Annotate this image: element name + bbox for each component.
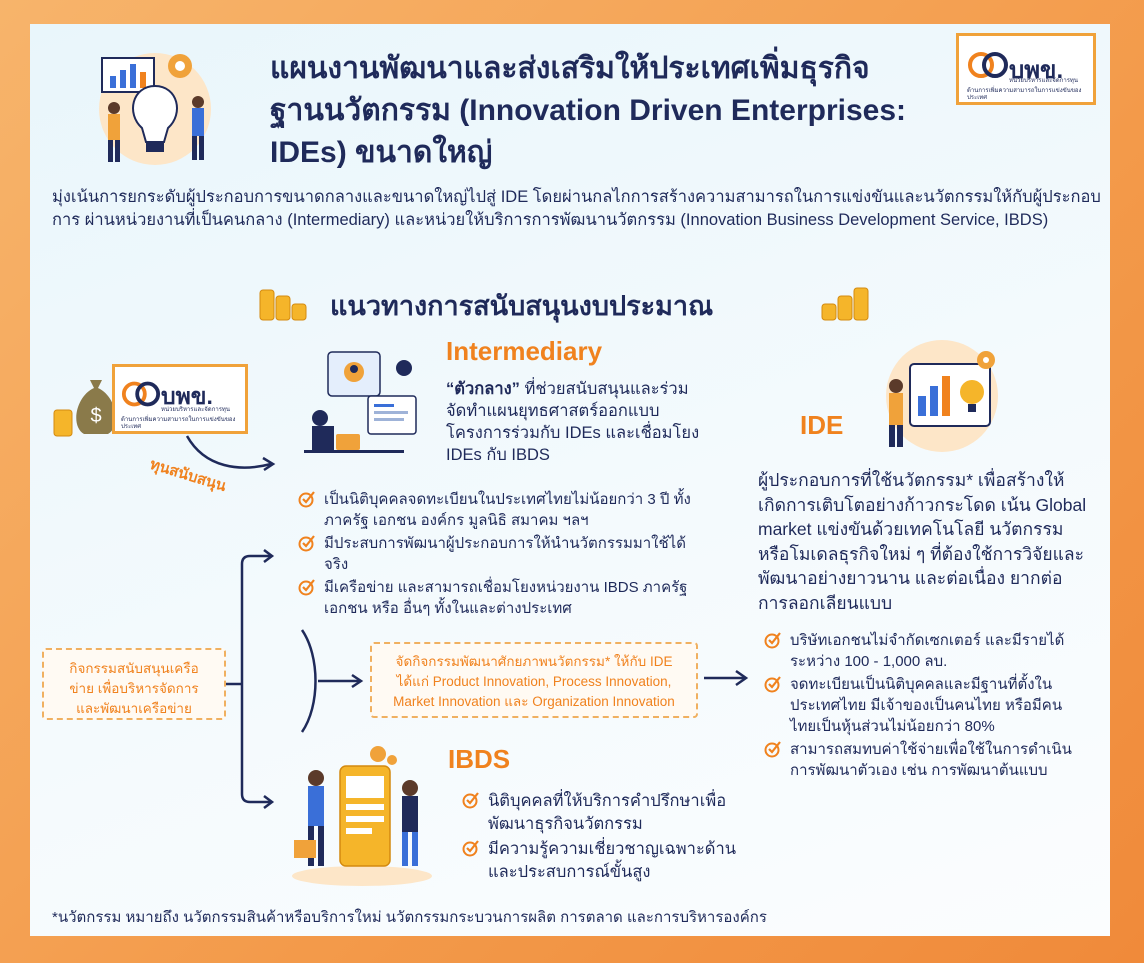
logo-text: บพข.: [1009, 57, 1064, 84]
side-logo-mark-icon: [121, 381, 161, 407]
ide-checklist: บริษัทเอกชนไม่จำกัดเซกเตอร์ และมีรายได้ร…: [764, 630, 1084, 783]
ibds-checklist: นิติบุคคลที่ให้บริการคำปรึกษาเพื่อพัฒนาธ…: [462, 790, 762, 886]
content-panel: [30, 24, 1110, 936]
side-logo: บพข. หน่วยบริหารและจัดการทุน ด้านการเพิ่…: [112, 364, 248, 434]
network-activity-box: กิจกรรมสนับสนุนเครือข่าย เพื่อบริหารจัดก…: [42, 648, 226, 720]
side-logo-subtitle-1: หน่วยบริหารและจัดการทุน: [161, 407, 230, 413]
check-icon: [462, 792, 479, 809]
logo-mark-icon: [968, 52, 1008, 78]
list-item: เป็นนิติบุคคลจดทะเบียนในประเทศไทยไม่น้อย…: [298, 489, 710, 531]
lightbulb-team-illustration: [99, 53, 211, 165]
intermediary-desc-bold: “ตัวกลาง”: [446, 380, 520, 398]
svg-text:$: $: [90, 405, 101, 427]
check-icon: [298, 491, 315, 508]
page-title: แผนงานพัฒนาและส่งเสริมให้ประเทศเพิ่มธุรก…: [270, 52, 906, 169]
intermediary-title: Intermediary: [446, 336, 603, 366]
budget-heading: แนวทางการสนับสนุนงบประมาณ: [330, 291, 714, 321]
network-bracket: [226, 549, 275, 809]
check-icon: [298, 535, 315, 552]
logo-subtitle-2: ด้านการเพิ่มความสามารถในการแข่งขันของประ…: [967, 88, 1082, 101]
check-icon: [764, 632, 781, 649]
top-logo: บพข. หน่วยบริหารและจัดการทุน ด้านการเพิ่…: [956, 33, 1096, 105]
money-bag-icon: $: [53, 380, 116, 437]
list-item: บริษัทเอกชนไม่จำกัดเซกเตอร์ และมีรายได้ร…: [764, 630, 1084, 672]
intermediary-desc: “ตัวกลาง” ที่ช่วยสนับสนุนและร่วมจัดทำแผน…: [446, 378, 706, 466]
coins-left-icon: [259, 289, 307, 321]
ibds-title: IBDS: [448, 744, 511, 774]
check-icon: [764, 676, 781, 693]
list-item: มีเครือข่าย และสามารถเชื่อมโยงหน่วยงาน I…: [298, 577, 710, 619]
center-bracket: [300, 629, 364, 733]
ibds-illustration: [292, 746, 432, 886]
list-item: มีประสบการพัฒนาผู้ประกอบการให้นำนวัตกรรม…: [298, 533, 710, 575]
intermediary-checklist: เป็นนิติบุคคลจดทะเบียนในประเทศไทยไม่น้อย…: [298, 489, 710, 621]
funding-arrow: [185, 435, 276, 472]
intro-text: มุ่งเน้นการยกระดับผู้ประกอบการขนาดกลางแล…: [52, 188, 1101, 229]
coins-right-icon: [821, 287, 869, 321]
list-item: มีความรู้ความเชี่ยวชาญเฉพาะด้านและประสบก…: [462, 838, 762, 884]
check-icon: [298, 579, 315, 596]
check-icon: [462, 840, 479, 857]
check-icon: [764, 741, 781, 758]
ide-desc: ผู้ประกอบการที่ใช้นวัตกรรม* เพื่อสร้างให…: [758, 470, 1087, 613]
ide-title: IDE: [800, 410, 844, 440]
intermediary-desc-rest: ที่ช่วยสนับสนุนและร่วมจัดทำแผนยุทธศาสตร์…: [446, 380, 700, 464]
logo-subtitle-1: หน่วยบริหารและจัดการทุน: [1009, 78, 1078, 84]
side-logo-subtitle-2: ด้านการเพิ่มความสามารถในการแข่งขันของประ…: [121, 417, 236, 430]
footnote: *นวัตกรรม หมายถึง นวัตกรรมสินค้าหรือบริก…: [52, 909, 767, 926]
side-logo-text: บพข.: [161, 383, 213, 409]
to-ide-arrow: [704, 669, 749, 687]
list-item: จดทะเบียนเป็นนิติบุคคลและมีฐานที่ตั้งในป…: [764, 674, 1084, 737]
ide-illustration: [886, 340, 998, 452]
list-item: สามารถสมทบค่าใช้จ่ายเพื่อใช้ในการดำเนินก…: [764, 739, 1084, 781]
innovation-activity-box: จัดกิจกรรมพัฒนาศักยภาพนวัตกรรม* ให้กับ I…: [370, 642, 698, 718]
intermediary-illustration: [304, 351, 417, 453]
list-item: นิติบุคคลที่ให้บริการคำปรึกษาเพื่อพัฒนาธ…: [462, 790, 762, 836]
